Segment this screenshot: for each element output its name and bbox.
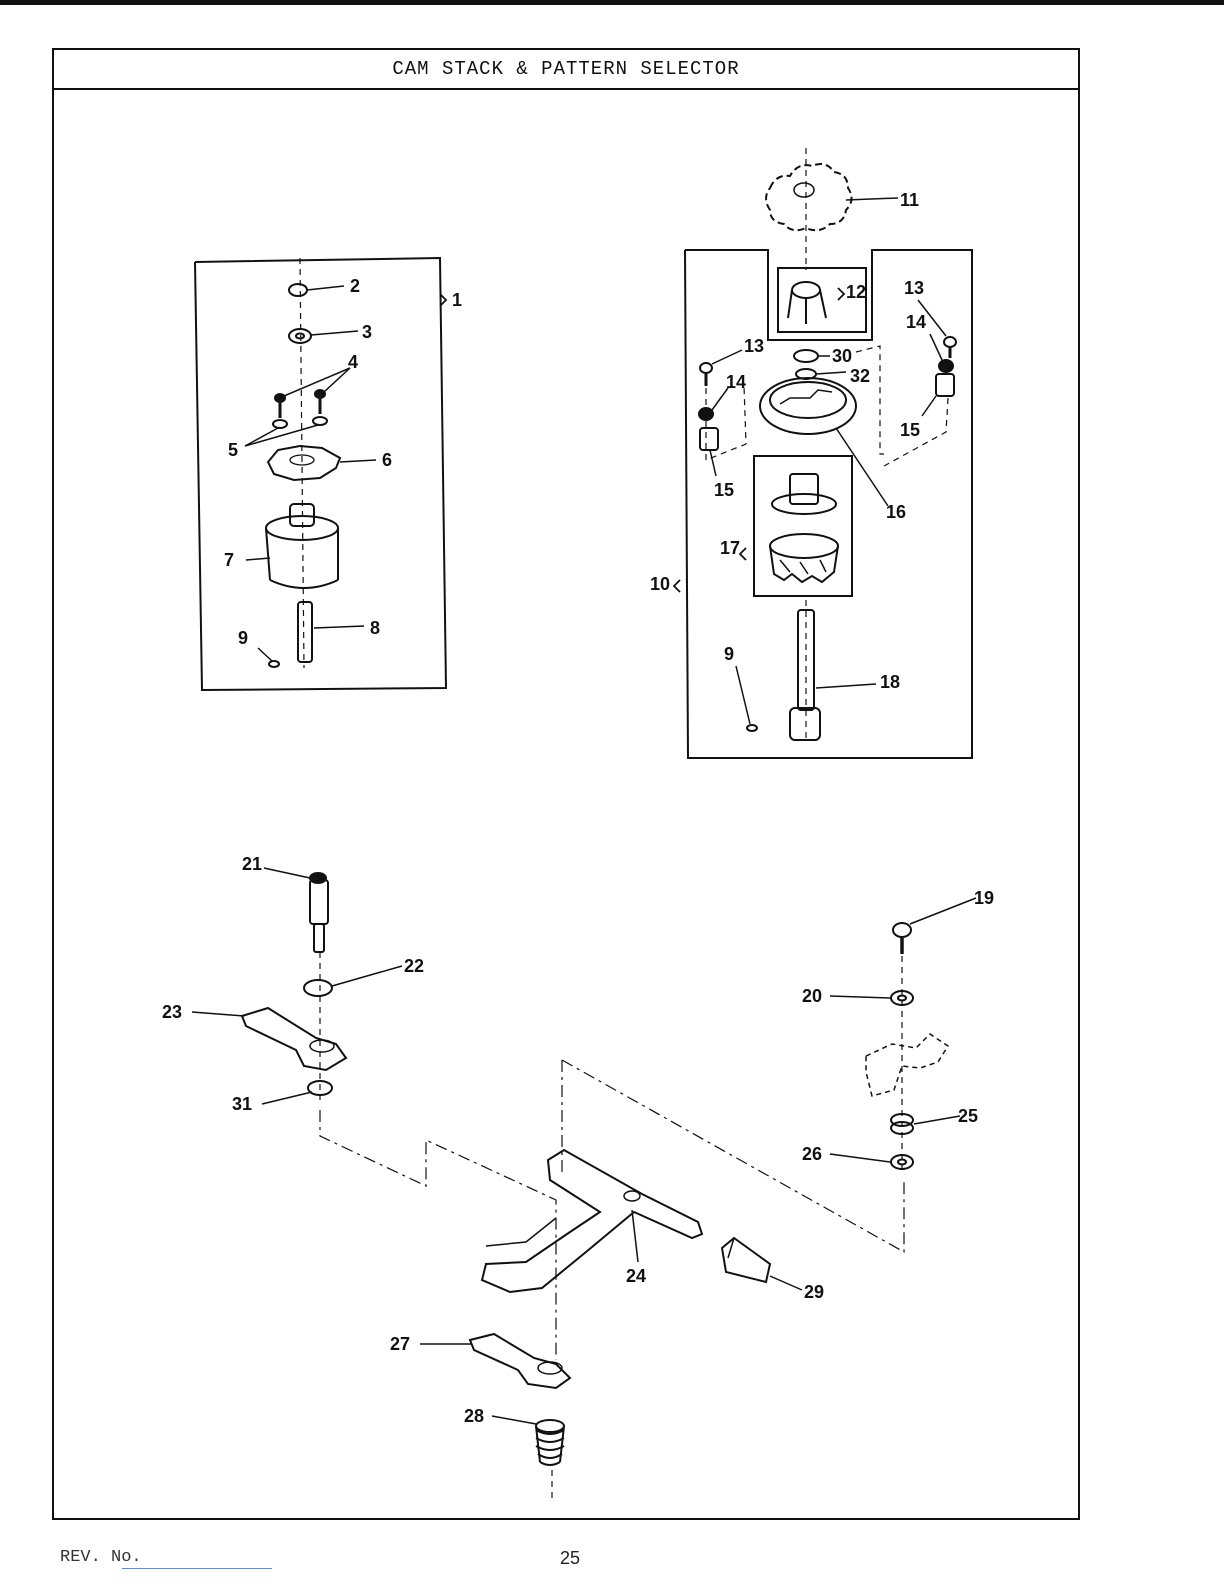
callout-20: 20 (802, 986, 822, 1006)
callout-4: 4 (348, 352, 358, 372)
revision-label: REV. No. (60, 1548, 142, 1567)
part-6-cam-plate-icon (268, 446, 376, 480)
part-20-washer-icon (830, 991, 913, 1005)
callout-18: 18 (880, 672, 900, 692)
part-29-block-icon (722, 1238, 802, 1290)
part-5-washers-icon (245, 417, 327, 446)
callout-15-right: 15 (900, 420, 920, 440)
part-23-lever-icon (192, 1008, 346, 1070)
part-3-washer-icon (289, 329, 358, 343)
callout-24: 24 (626, 1266, 646, 1286)
part-18-shaft-icon (790, 610, 876, 740)
part-21-stud-icon (264, 868, 328, 952)
part-8-shaft-icon (298, 602, 364, 662)
part-30-leader-dash (856, 346, 884, 454)
callout-21: 21 (242, 854, 262, 874)
callout-22: 22 (404, 956, 424, 976)
part-15-block-right-icon (922, 374, 954, 416)
part-16-cam-disc-icon (760, 378, 888, 506)
callout-14-right: 14 (906, 312, 926, 332)
part-7-cam-stack-icon (246, 504, 338, 588)
assembly-10-box (685, 250, 972, 758)
part-30-washer-icon (794, 350, 830, 362)
part-22-ring-icon (304, 966, 402, 996)
callout-29: 29 (804, 1282, 824, 1302)
callout-28: 28 (464, 1406, 484, 1426)
callout-8: 8 (370, 618, 380, 638)
callout-9-left: 9 (238, 628, 248, 648)
part-17-box (754, 456, 852, 596)
callout-19: 19 (974, 888, 994, 908)
callout-12: 12 (846, 282, 866, 302)
part-14-washer-left-icon (699, 388, 728, 420)
callout-30: 30 (832, 346, 852, 366)
part-12-bracket (838, 288, 844, 300)
chain-line-right (562, 1060, 904, 1252)
part-2-retaining-ring-icon (289, 284, 344, 296)
callout-13-right: 13 (904, 278, 924, 298)
axis-line-left (300, 258, 304, 668)
bracket-outline-icon (866, 1034, 948, 1096)
callout-16: 16 (886, 502, 906, 522)
callout-6: 6 (382, 450, 392, 470)
chain-line-left (320, 1110, 556, 1360)
part-15-left-dash (706, 386, 746, 460)
callout-2: 2 (350, 276, 360, 296)
callout-14-left: 14 (726, 372, 746, 392)
callout-25: 25 (958, 1106, 978, 1126)
callout-26: 26 (802, 1144, 822, 1164)
page-number: 25 (560, 1548, 580, 1569)
part-19-screw-icon (893, 898, 976, 954)
part-26-washer-icon (830, 1154, 913, 1169)
part-24-main-lever-icon (482, 1150, 702, 1292)
part-25-bushing-icon (891, 1114, 960, 1134)
part-9-pin-right-icon (736, 666, 757, 731)
part-27-lever-icon (420, 1334, 570, 1388)
callout-23: 23 (162, 1002, 182, 1022)
callout-15-left: 15 (714, 480, 734, 500)
part-12-clip-icon (788, 282, 826, 324)
part-31-spacer-icon (262, 1081, 332, 1104)
assembly-10-bracket (674, 580, 680, 592)
part-11-star-gear-icon (766, 164, 852, 230)
callout-17: 17 (720, 538, 740, 558)
callout-32: 32 (850, 366, 870, 386)
callout-11: 11 (900, 190, 919, 210)
callout-9-right: 9 (724, 644, 734, 664)
part-4-screws-icon (275, 368, 350, 418)
part-9-pin-left-icon (258, 648, 279, 667)
callout-5: 5 (228, 440, 238, 460)
callout-7: 7 (224, 550, 234, 570)
callout-1: 1 (452, 290, 462, 310)
callout-10: 10 (650, 574, 670, 594)
assembly-1-box (195, 258, 446, 690)
callout-3: 3 (362, 322, 372, 342)
part-15-block-left-icon (700, 428, 718, 476)
part-28-spring-icon (492, 1416, 564, 1465)
callout-31: 31 (232, 1094, 252, 1114)
part-11-hub-icon (794, 183, 814, 197)
callout-13-left: 13 (744, 336, 764, 356)
callout-27: 27 (390, 1334, 410, 1354)
revision-underline (122, 1568, 272, 1569)
